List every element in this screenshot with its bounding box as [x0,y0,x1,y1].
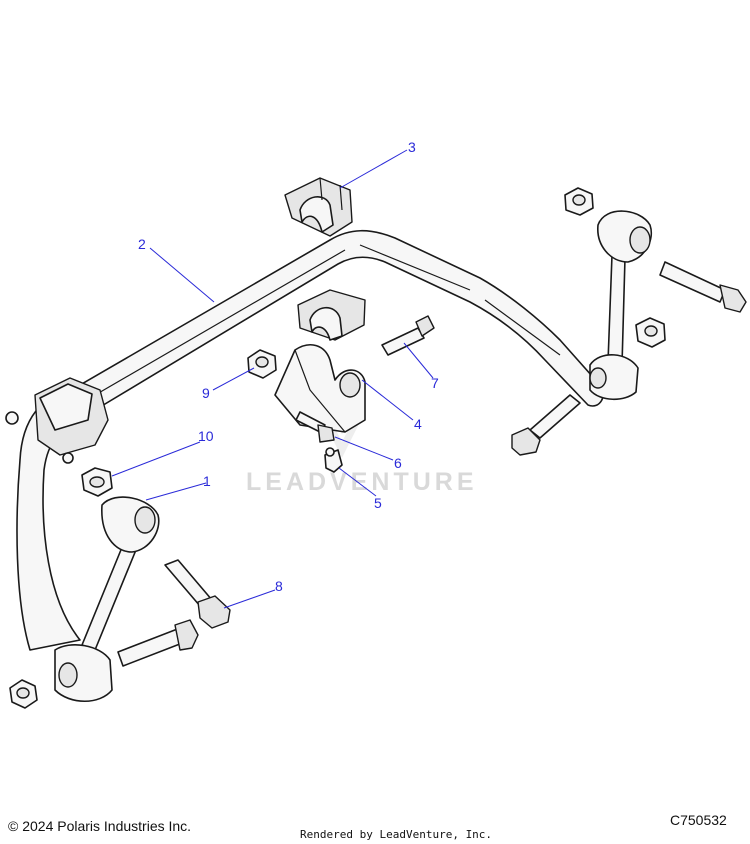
bolt-right-lower [511,394,581,456]
grease-fitting-5 [324,447,343,473]
callout-1: 1 [203,473,211,489]
leader-5 [338,467,377,497]
flange-nut-left-bottom [9,679,38,709]
left-bar-bracket [5,377,109,464]
bolt-7 [381,315,435,356]
callout-3: 3 [408,139,416,155]
callout-10: 10 [198,428,214,444]
leader-6 [334,436,394,461]
copyright-text: © 2024 Polaris Industries Inc. [8,818,192,834]
end-link-left [54,496,160,702]
callout-8: 8 [275,578,283,594]
callout-9: 9 [202,385,210,401]
callout-5: 5 [374,495,382,511]
flange-nut-right-top [564,187,594,216]
leader-4 [361,379,414,421]
figure-code: C750532 [670,812,727,828]
leader-8 [223,589,276,609]
watermark-text: LEADVENTURE [246,468,478,496]
leader-1 [145,482,207,501]
bushing-upper [284,177,353,237]
bolt-left-lower [117,619,199,667]
callout-6: 6 [394,455,402,471]
leadventure-watermark: LEADVENTURE [246,408,478,496]
rendered-by-text: Rendered by LeadVenture, Inc. [300,828,493,841]
bolt-8 [164,559,231,629]
bar-clamp-bracket [274,344,366,433]
leader-lines [111,149,434,609]
callout-4: 4 [414,416,422,432]
leader-9 [212,367,255,391]
leader-7 [403,342,434,379]
bolt-6 [295,411,335,443]
end-link-right [589,210,652,401]
flange-nut-9 [247,349,277,379]
callout-7: 7 [431,375,439,391]
flange-nut-right-mid [635,317,666,348]
callout-2: 2 [138,236,146,252]
leader-3 [339,149,408,189]
flange-nut-10 [81,467,113,497]
leader-10 [111,441,201,477]
callout-labels: 1 2 3 4 5 6 7 8 9 10 [138,139,439,594]
bolt-right-upper [659,261,747,313]
leader-2 [149,247,215,303]
bushing-lower [297,289,366,341]
